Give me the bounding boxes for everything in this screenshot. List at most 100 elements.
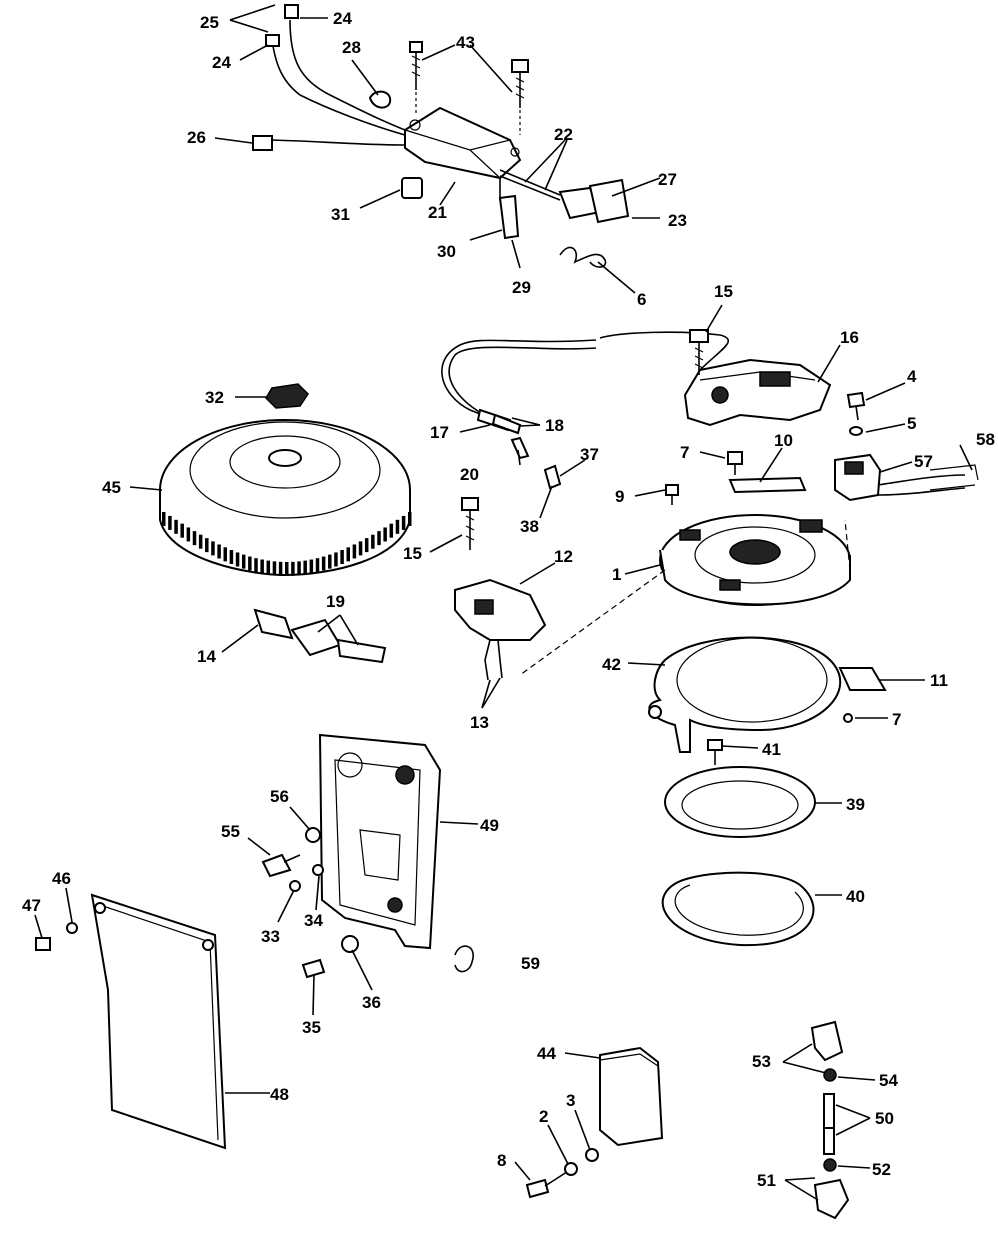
gear-tooth <box>297 561 301 576</box>
label-29: 29 <box>512 278 531 297</box>
screw-9 <box>665 484 679 505</box>
gear-tooth <box>192 531 197 546</box>
gear-tooth <box>174 519 178 534</box>
key-20 <box>510 436 530 460</box>
label-7-bottom: 7 <box>892 710 901 729</box>
label-17: 17 <box>430 423 449 442</box>
label-8: 8 <box>497 1151 506 1170</box>
spring-52 <box>823 1158 837 1172</box>
label-58: 58 <box>976 430 995 449</box>
mounting-plate-49 <box>318 733 442 950</box>
screw-47 <box>35 937 51 951</box>
gear-tooth <box>377 531 381 546</box>
screw-7-top <box>727 451 743 475</box>
boot-53 <box>810 1020 844 1062</box>
gear-tooth <box>229 550 234 565</box>
label-26: 26 <box>187 128 206 147</box>
label-18: 18 <box>545 416 564 435</box>
screw-7-bottom <box>843 713 853 723</box>
label-41: 41 <box>762 740 781 759</box>
gear-tooth <box>328 554 332 569</box>
tube-50 <box>823 1093 835 1155</box>
bolts-43 <box>409 41 529 135</box>
label-20: 20 <box>460 465 479 484</box>
flywheel-teeth <box>162 512 412 576</box>
gear-tooth <box>241 554 246 569</box>
label-11: 11 <box>930 671 948 690</box>
label-38: 38 <box>520 517 539 536</box>
gear-tooth <box>291 561 295 576</box>
gear-tooth <box>223 547 227 562</box>
gear-tooth <box>285 562 289 576</box>
gear-tooth <box>346 547 350 562</box>
label-33: 33 <box>261 927 280 946</box>
label-56: 56 <box>270 787 289 806</box>
gear-tooth <box>303 560 307 575</box>
label-51: 51 <box>757 1171 776 1190</box>
label-45: 45 <box>102 478 121 497</box>
label-14: 14 <box>197 647 216 666</box>
label-59: 59 <box>521 954 540 973</box>
label-21: 21 <box>428 203 447 222</box>
label-44: 44 <box>537 1044 556 1063</box>
ring-39 <box>664 766 816 838</box>
gear-tooth <box>198 534 203 549</box>
label-6: 6 <box>637 290 646 309</box>
label-9: 9 <box>615 487 624 506</box>
gear-tooth <box>315 558 320 573</box>
gear-tooth <box>248 556 252 571</box>
gear-tooth <box>371 534 375 549</box>
ring-40 <box>661 871 815 947</box>
part-labels: 25 24 24 28 43 26 31 21 22 27 23 30 29 6… <box>22 9 995 1190</box>
label-37: 37 <box>580 445 599 464</box>
rectifier-44 <box>599 1046 664 1147</box>
gear-tooth <box>309 559 314 574</box>
gear-tooth <box>217 544 221 559</box>
cover-48 <box>90 893 227 1150</box>
screw-35 <box>301 958 326 979</box>
spacer-31 <box>401 177 423 199</box>
retainer-42 <box>648 636 842 753</box>
label-53: 53 <box>752 1052 771 1071</box>
gear-tooth <box>389 523 394 538</box>
label-15-top: 15 <box>714 282 733 301</box>
gear-tooth <box>266 560 271 575</box>
label-32: 32 <box>205 388 224 407</box>
label-28: 28 <box>342 38 361 57</box>
gear-tooth <box>401 515 406 530</box>
label-49: 49 <box>480 816 499 835</box>
label-39: 39 <box>846 795 865 814</box>
label-15-left: 15 <box>403 544 422 563</box>
gear-tooth <box>205 538 209 553</box>
label-52: 52 <box>872 1160 891 1179</box>
wire-58 <box>929 464 979 491</box>
label-46: 46 <box>52 869 71 888</box>
label-57: 57 <box>914 452 933 471</box>
label-54: 54 <box>879 1071 898 1090</box>
pin-37-38 <box>543 464 562 490</box>
label-2: 2 <box>539 1107 548 1126</box>
label-1: 1 <box>612 565 621 584</box>
gear-tooth <box>364 538 369 553</box>
label-25: 25 <box>200 13 219 32</box>
gear-tooth <box>395 519 400 534</box>
label-43: 43 <box>456 33 475 52</box>
screw-15-left <box>461 497 479 550</box>
label-24a: 24 <box>333 9 352 28</box>
label-7-top: 7 <box>680 443 689 462</box>
label-31: 31 <box>331 205 350 224</box>
label-48: 48 <box>270 1085 289 1104</box>
nut-32 <box>265 383 309 409</box>
leader-lines <box>34 4 973 1201</box>
gear-tooth <box>235 552 240 567</box>
gear-tooth <box>260 559 264 574</box>
label-34: 34 <box>304 911 323 930</box>
gear-tooth <box>321 556 326 571</box>
screw-55 <box>261 853 301 878</box>
label-5: 5 <box>907 414 916 433</box>
gear-tooth <box>408 512 412 526</box>
timer-assembly-16 <box>441 331 832 435</box>
clip-28 <box>368 90 392 109</box>
label-42: 42 <box>602 655 621 674</box>
